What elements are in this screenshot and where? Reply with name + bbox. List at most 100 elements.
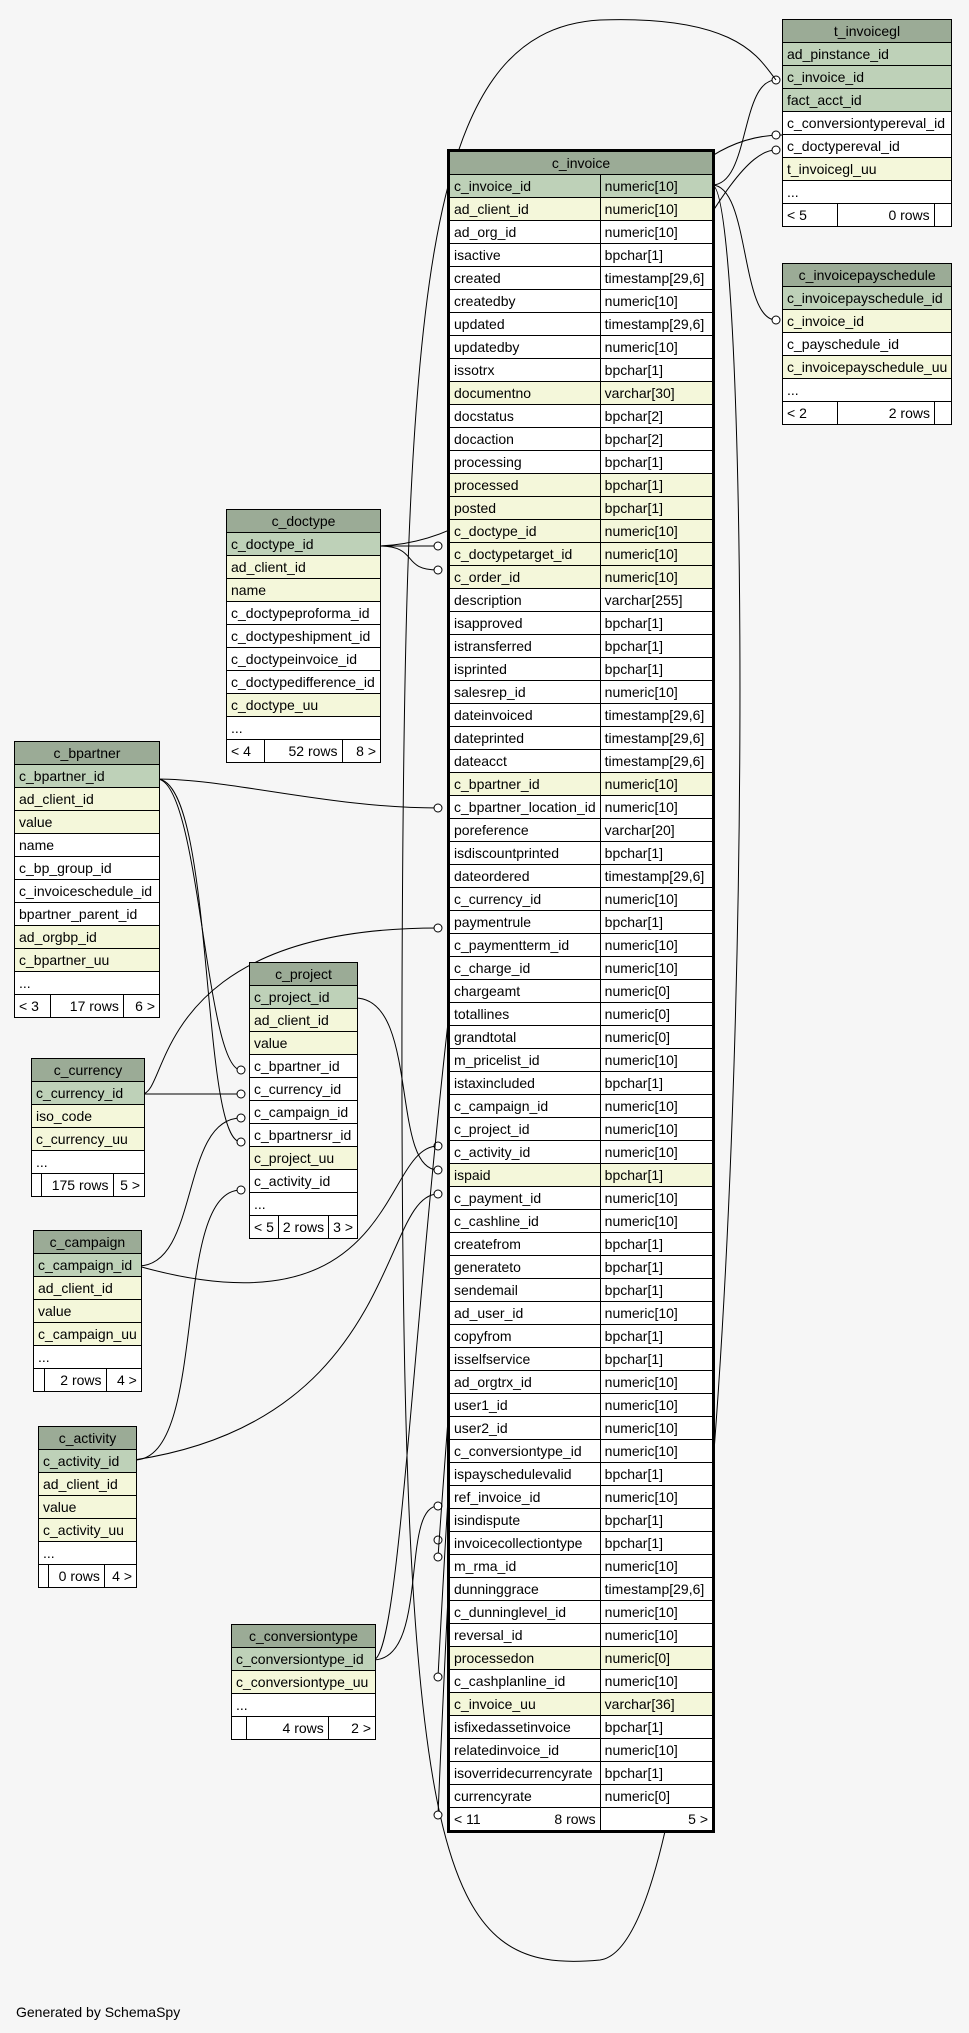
column-row[interactable]: ad_client_id: [38, 1472, 137, 1496]
column-row[interactable]: c_doctype_id: [226, 532, 381, 556]
column-row[interactable]: c_doctypeshipment_id: [226, 624, 381, 648]
column-row[interactable]: c_activity_uu: [38, 1518, 137, 1542]
column-row[interactable]: ad_client_id: [33, 1276, 142, 1300]
column-row[interactable]: c_campaign_id: [33, 1253, 142, 1277]
column-row[interactable]: ...: [249, 1192, 358, 1216]
column-row[interactable]: c_campaign_uu: [33, 1322, 142, 1346]
table-title[interactable]: c_conversiontype: [231, 1624, 376, 1648]
column-row[interactable]: c_bpartner_uu: [14, 948, 160, 972]
table-title[interactable]: c_project: [249, 962, 358, 986]
column-row[interactable]: value: [38, 1495, 137, 1519]
column-row[interactable]: c_activity_id: [249, 1169, 358, 1193]
column-row[interactable]: c_conversiontype_uu: [231, 1670, 376, 1694]
column-row[interactable]: ad_pinstance_id: [782, 42, 952, 66]
column-row[interactable]: bpartner_parent_id: [14, 902, 160, 926]
column-row[interactable]: ...: [14, 971, 160, 995]
column-row[interactable]: c_invoiceschedule_id: [14, 879, 160, 903]
column-row[interactable]: value: [33, 1299, 142, 1323]
column-row[interactable]: c_doctypeproforma_id: [226, 601, 381, 625]
column-row[interactable]: ad_client_id: [249, 1008, 358, 1032]
column-row[interactable]: value: [249, 1031, 358, 1055]
column-row[interactable]: ...: [781, 378, 953, 402]
table-title[interactable]: c_bpartner: [14, 741, 160, 765]
column-row[interactable]: ...: [31, 1150, 145, 1174]
column-row[interactable]: name: [226, 578, 381, 602]
column-row[interactable]: c_invoicepayschedule_id: [781, 286, 953, 310]
column-row[interactable]: name: [14, 833, 160, 857]
column-row[interactable]: c_conversiontypereval_id: [782, 111, 952, 135]
column-row[interactable]: c_bpartner_id: [249, 1054, 358, 1078]
column-row[interactable]: c_activity_id: [38, 1449, 137, 1473]
column-row[interactable]: c_invoice_id: [782, 65, 952, 89]
column-row[interactable]: c_bp_group_id: [14, 856, 160, 880]
column-row[interactable]: value: [14, 810, 160, 834]
column-row[interactable]: t_invoicegl_uu: [782, 157, 952, 181]
column-row[interactable]: c_payschedule_id: [781, 332, 953, 356]
column-row[interactable]: c_currency_id: [249, 1077, 358, 1101]
column-row[interactable]: c_project_id: [249, 985, 358, 1009]
column-row[interactable]: c_conversiontype_id: [231, 1647, 376, 1671]
column-row[interactable]: ...: [38, 1541, 137, 1565]
table-title[interactable]: c_doctype: [226, 509, 381, 533]
table-title[interactable]: c_invoice: [448, 150, 714, 175]
column-row[interactable]: ...: [226, 716, 381, 740]
column-row[interactable]: c_campaign_id: [249, 1100, 358, 1124]
column-row[interactable]: c_doctype_uu: [226, 693, 381, 717]
